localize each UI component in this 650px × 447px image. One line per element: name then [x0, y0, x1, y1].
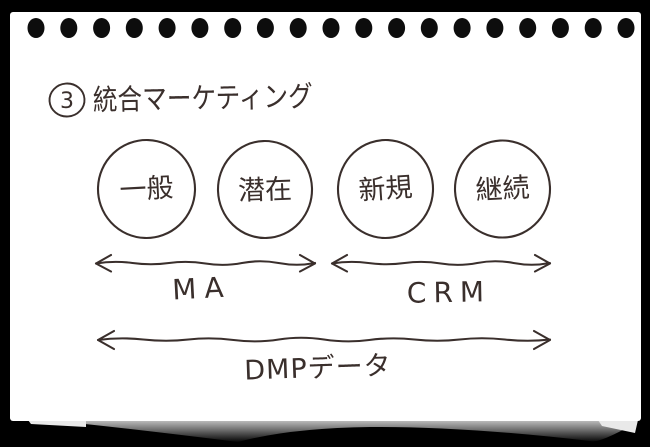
crm-arrow-line: [330, 260, 551, 266]
circle-potential: [216, 139, 314, 240]
circle-general: [96, 138, 197, 240]
binding-hole: [584, 18, 602, 38]
page-curl-corner-left: [28, 420, 86, 427]
dmp-label: DMPデータ: [244, 350, 392, 386]
circle-returning: [453, 139, 552, 239]
dmp-arrowhead-right: [532, 329, 552, 351]
page-curl-corner-right: [598, 420, 638, 433]
ma-arrowhead-left: [94, 253, 113, 273]
ma-label: MA: [171, 270, 232, 306]
crm-label: CRM: [407, 275, 492, 309]
title-number-circle: [48, 82, 86, 118]
circle-potential-label: 潜在: [237, 174, 292, 207]
binding-hole: [453, 18, 471, 38]
binding-hole: [388, 18, 406, 38]
notepad-page: [10, 12, 641, 421]
ma-arrow-line: [94, 260, 317, 266]
dmp-arrow: DMPデータ: [96, 329, 552, 387]
binding-hole: [355, 18, 373, 38]
crm-arrowhead-right: [533, 253, 552, 273]
page-title-group: 3 統合マーケティング: [48, 79, 313, 118]
page-curl-shadow: [85, 420, 632, 442]
binding-hole: [289, 18, 307, 38]
binding-hole: [486, 18, 504, 38]
page-title: 統合マーケティング: [93, 79, 314, 117]
crm-arrow: CRM: [330, 253, 552, 310]
crm-arrowhead-left: [330, 253, 349, 273]
binding-hole: [191, 18, 209, 38]
binding-hole: [519, 18, 537, 38]
binding-hole: [551, 18, 569, 38]
audience-circles: 一般 潜在 新規 継続: [96, 138, 552, 240]
ma-arrowhead-right: [298, 253, 317, 273]
binding-hole: [224, 18, 242, 38]
binding-hole: [125, 18, 143, 38]
circle-new-label: 新規: [358, 172, 414, 207]
circle-new: [336, 138, 435, 240]
circle-returning-label: 継続: [475, 173, 531, 207]
binding-hole: [420, 18, 438, 38]
binding-hole: [27, 18, 45, 38]
title-number: 3: [60, 89, 74, 114]
binding-hole: [256, 18, 274, 38]
binding-hole: [60, 18, 78, 38]
ma-arrow: MA: [94, 253, 317, 307]
binding-hole: [617, 18, 635, 38]
dmp-arrowhead-left: [96, 329, 116, 351]
dmp-arrow-line: [96, 336, 552, 343]
binding-hole: [158, 18, 176, 38]
binding-hole: [93, 18, 111, 38]
circle-general-label: 一般: [119, 173, 175, 207]
binding-holes: [27, 18, 635, 38]
binding-hole: [322, 18, 340, 38]
